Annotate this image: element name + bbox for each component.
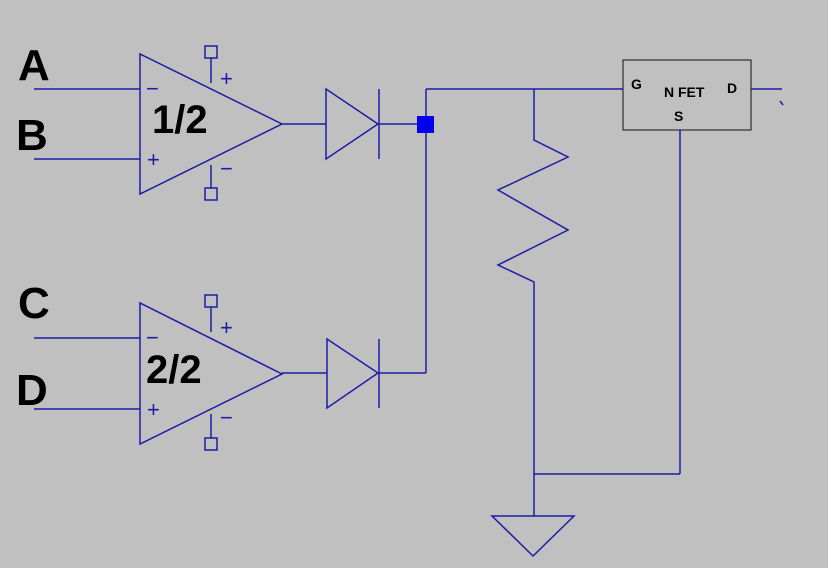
opamp-2-vminus-pin[interactable] bbox=[204, 437, 218, 451]
nfet[interactable]: G N FET D S bbox=[622, 59, 752, 131]
diode-1-anode-triangle bbox=[325, 87, 380, 161]
nfet-drain-label: D bbox=[727, 80, 737, 96]
opamp-1[interactable]: − + 1/2 + − bbox=[139, 45, 284, 201]
opamp-1-triangle bbox=[139, 52, 284, 196]
ground-triangle bbox=[490, 515, 576, 558]
opamp-1-label: 1/2 bbox=[152, 98, 208, 142]
opamp-2-vplus-pin[interactable] bbox=[204, 294, 218, 308]
opamp-2-label: 2/2 bbox=[146, 348, 202, 392]
nfet-gate-label: G bbox=[631, 76, 642, 92]
junction-node[interactable] bbox=[417, 116, 434, 133]
opamp-2-inverting-sign: − bbox=[146, 325, 159, 350]
diode-2[interactable] bbox=[282, 337, 426, 410]
opamp-1-vplus-sign: + bbox=[220, 66, 233, 91]
opamp-2-triangle bbox=[139, 301, 284, 446]
input-label-b: B bbox=[16, 111, 48, 160]
diode-2-anode-triangle bbox=[326, 337, 380, 410]
nfet-name-label: N FET bbox=[664, 84, 705, 100]
ground-symbol[interactable] bbox=[490, 474, 576, 558]
opamp-1-inverting-sign: − bbox=[146, 76, 159, 101]
diode-1[interactable] bbox=[282, 87, 425, 161]
opamp-1-vminus-sign: − bbox=[220, 156, 233, 181]
input-label-d: D bbox=[16, 366, 48, 415]
opamp-1-vminus-pin[interactable] bbox=[204, 187, 218, 201]
opamp-2[interactable]: − + 2/2 + − bbox=[139, 294, 284, 451]
input-label-a: A bbox=[18, 41, 50, 90]
opamp-2-vminus-sign: − bbox=[220, 405, 233, 430]
wire-drain-stub bbox=[779, 100, 784, 106]
opamp-2-vplus-sign: + bbox=[220, 315, 233, 340]
opamp-1-vplus-pin[interactable] bbox=[204, 45, 218, 59]
opamp-1-noninverting-sign: + bbox=[147, 147, 160, 172]
input-label-c: C bbox=[18, 279, 50, 328]
resistor[interactable] bbox=[496, 89, 570, 474]
nfet-body bbox=[622, 59, 752, 131]
nfet-source-label: S bbox=[674, 108, 683, 124]
resistor-zigzag bbox=[496, 89, 570, 474]
opamp-2-noninverting-sign: + bbox=[147, 397, 160, 422]
